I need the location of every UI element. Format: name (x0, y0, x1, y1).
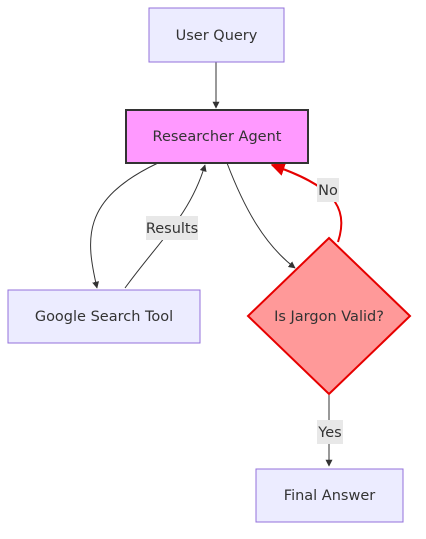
node-researcher-agent-label: Researcher Agent (153, 129, 282, 145)
edge-label-results: Results (146, 216, 198, 240)
node-jargon-check: Is Jargon Valid? (246, 236, 412, 396)
node-user-query-label: User Query (176, 28, 258, 44)
node-researcher-agent: Researcher Agent (125, 109, 309, 164)
edge-label-yes-text: Yes (317, 425, 341, 441)
edge-label-no-text: No (318, 183, 338, 199)
edge-label-yes: Yes (317, 420, 343, 444)
edge-agent-to-decision (226, 162, 296, 269)
edge-agent-to-search (90, 162, 159, 289)
node-jargon-check-label: Is Jargon Valid? (274, 309, 384, 325)
node-google-search-tool: Google Search Tool (7, 289, 201, 344)
node-final-answer: Final Answer (255, 468, 404, 523)
node-final-answer-label: Final Answer (284, 488, 375, 504)
edge-label-no: No (317, 178, 339, 202)
edge-label-results-text: Results (146, 221, 198, 237)
node-user-query: User Query (148, 7, 285, 63)
edge-decision-no-to-agent (270, 162, 343, 243)
node-google-search-tool-label: Google Search Tool (35, 309, 173, 325)
